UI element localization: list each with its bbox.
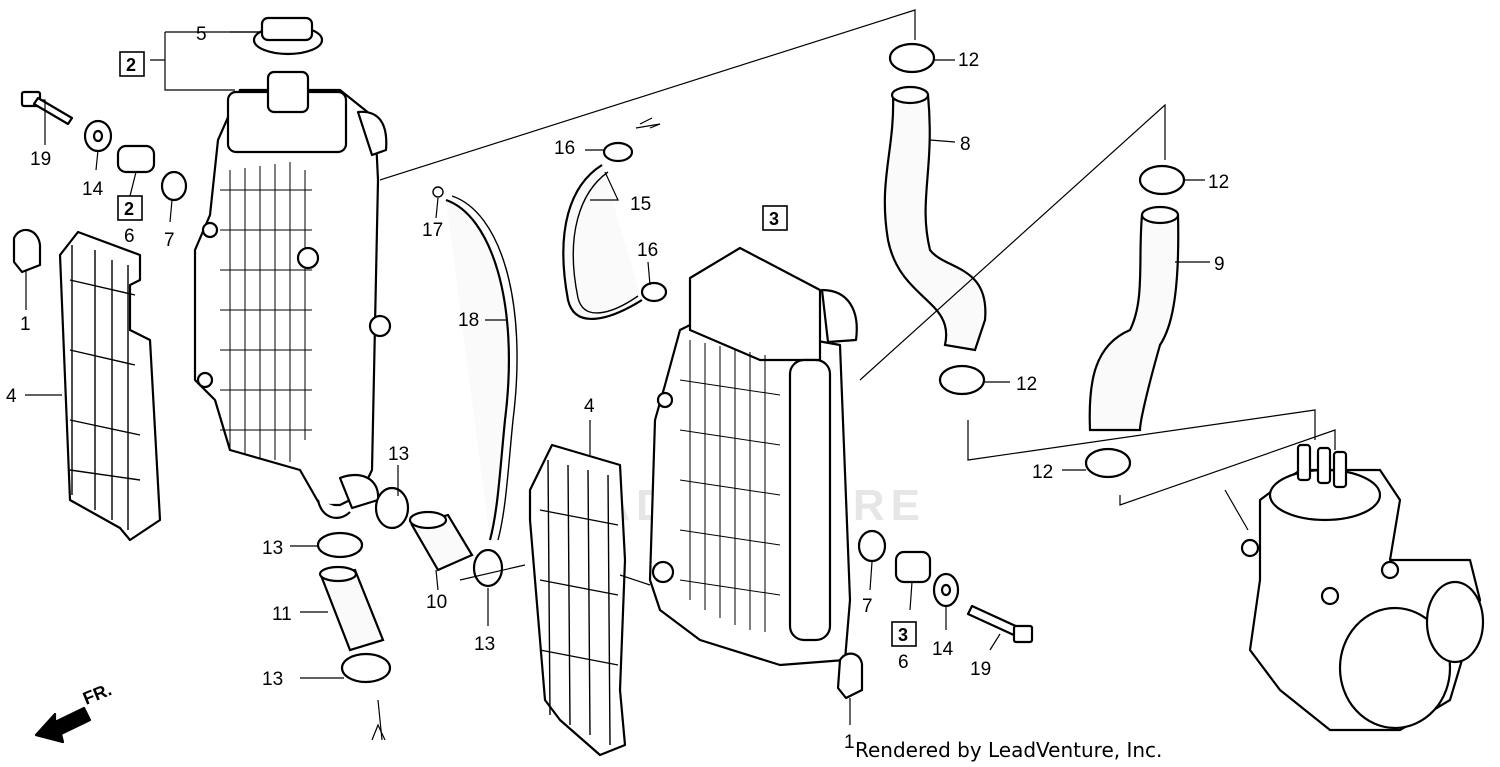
box-2-left-assy-label: 2 bbox=[126, 55, 136, 75]
clamps-13 bbox=[316, 486, 504, 684]
right-radiator-fins bbox=[679, 340, 781, 632]
radiator-cap bbox=[252, 16, 324, 56]
right-mounting-hardware bbox=[857, 529, 1034, 644]
left-radiator-guard bbox=[58, 230, 162, 542]
engine-cylinder bbox=[1240, 443, 1485, 732]
clip-16-mid bbox=[640, 281, 668, 303]
callout-7-right: 7 bbox=[862, 596, 873, 617]
front-arrow-label: FR. bbox=[80, 679, 114, 708]
callout-12-d: 12 bbox=[1032, 462, 1053, 483]
callout-13-c: 13 bbox=[474, 634, 495, 655]
callout-7-left: 7 bbox=[164, 230, 175, 251]
callout-10: 10 bbox=[426, 592, 447, 613]
lower-hoses bbox=[318, 510, 474, 652]
callout-5: 5 bbox=[196, 24, 207, 45]
callout-14-right: 14 bbox=[932, 639, 954, 660]
callout-19-left: 19 bbox=[30, 149, 51, 170]
clip-17 bbox=[432, 186, 444, 198]
callout-13-b: 13 bbox=[262, 538, 283, 559]
callout-1-right: 1 bbox=[844, 732, 855, 753]
callout-1-left: 1 bbox=[20, 314, 31, 335]
callout-9: 9 bbox=[1214, 254, 1225, 275]
box-3-right-assy-label: 3 bbox=[769, 209, 779, 229]
box-2-left-assy bbox=[119, 51, 145, 77]
right-radiator-guard bbox=[528, 443, 627, 757]
callout-19-right: 19 bbox=[970, 659, 991, 680]
upper-hose-8 bbox=[883, 93, 987, 352]
callout-14-left: 14 bbox=[82, 179, 104, 200]
callout-16-mid: 16 bbox=[637, 240, 658, 261]
left-bracket bbox=[12, 228, 42, 274]
left-radiator bbox=[193, 70, 392, 519]
right-bracket bbox=[836, 652, 864, 700]
box-2-grommet bbox=[117, 195, 143, 221]
callout-15: 15 bbox=[630, 194, 651, 215]
callout-6-left: 6 bbox=[124, 226, 135, 247]
breather-tube bbox=[445, 198, 511, 541]
left-mounting-hardware bbox=[20, 90, 188, 202]
callout-18: 18 bbox=[458, 310, 479, 331]
callout-13-d: 13 bbox=[262, 669, 283, 690]
callout-8: 8 bbox=[960, 134, 971, 155]
callout-17: 17 bbox=[422, 220, 443, 241]
front-arrow: FR. bbox=[34, 679, 114, 744]
left-radiator-fins bbox=[220, 162, 312, 462]
box-2-grommet-label: 2 bbox=[124, 199, 134, 219]
box-3-right-assy bbox=[762, 205, 788, 231]
callout-4-mid: 4 bbox=[584, 396, 595, 417]
callout-12-c: 12 bbox=[1016, 374, 1037, 395]
direction-arrows bbox=[371, 123, 661, 741]
callout-6-right: 6 bbox=[898, 652, 909, 673]
overflow-hose bbox=[562, 164, 643, 321]
callout-13-a: 13 bbox=[388, 444, 409, 465]
callout-16-top: 16 bbox=[554, 138, 575, 159]
clamps-12 bbox=[888, 42, 1186, 479]
callout-12-a: 12 bbox=[958, 50, 979, 71]
callout-numbers: 5 19 14 6 7 1 4 17 18 16 15 16 13 13 11 … bbox=[6, 24, 1229, 753]
box-3-grommet-label: 3 bbox=[898, 625, 908, 645]
upper-hose-9 bbox=[1088, 213, 1180, 432]
callout-4-left: 4 bbox=[6, 386, 17, 407]
box-3-grommet bbox=[891, 621, 917, 647]
left-filler-neck bbox=[266, 70, 310, 114]
clip-16-top bbox=[602, 141, 634, 163]
credit-text: Rendered by LeadVenture, Inc. bbox=[855, 738, 1163, 762]
right-radiator bbox=[648, 246, 858, 667]
callout-12-b: 12 bbox=[1208, 172, 1229, 193]
callout-11: 11 bbox=[272, 604, 292, 625]
